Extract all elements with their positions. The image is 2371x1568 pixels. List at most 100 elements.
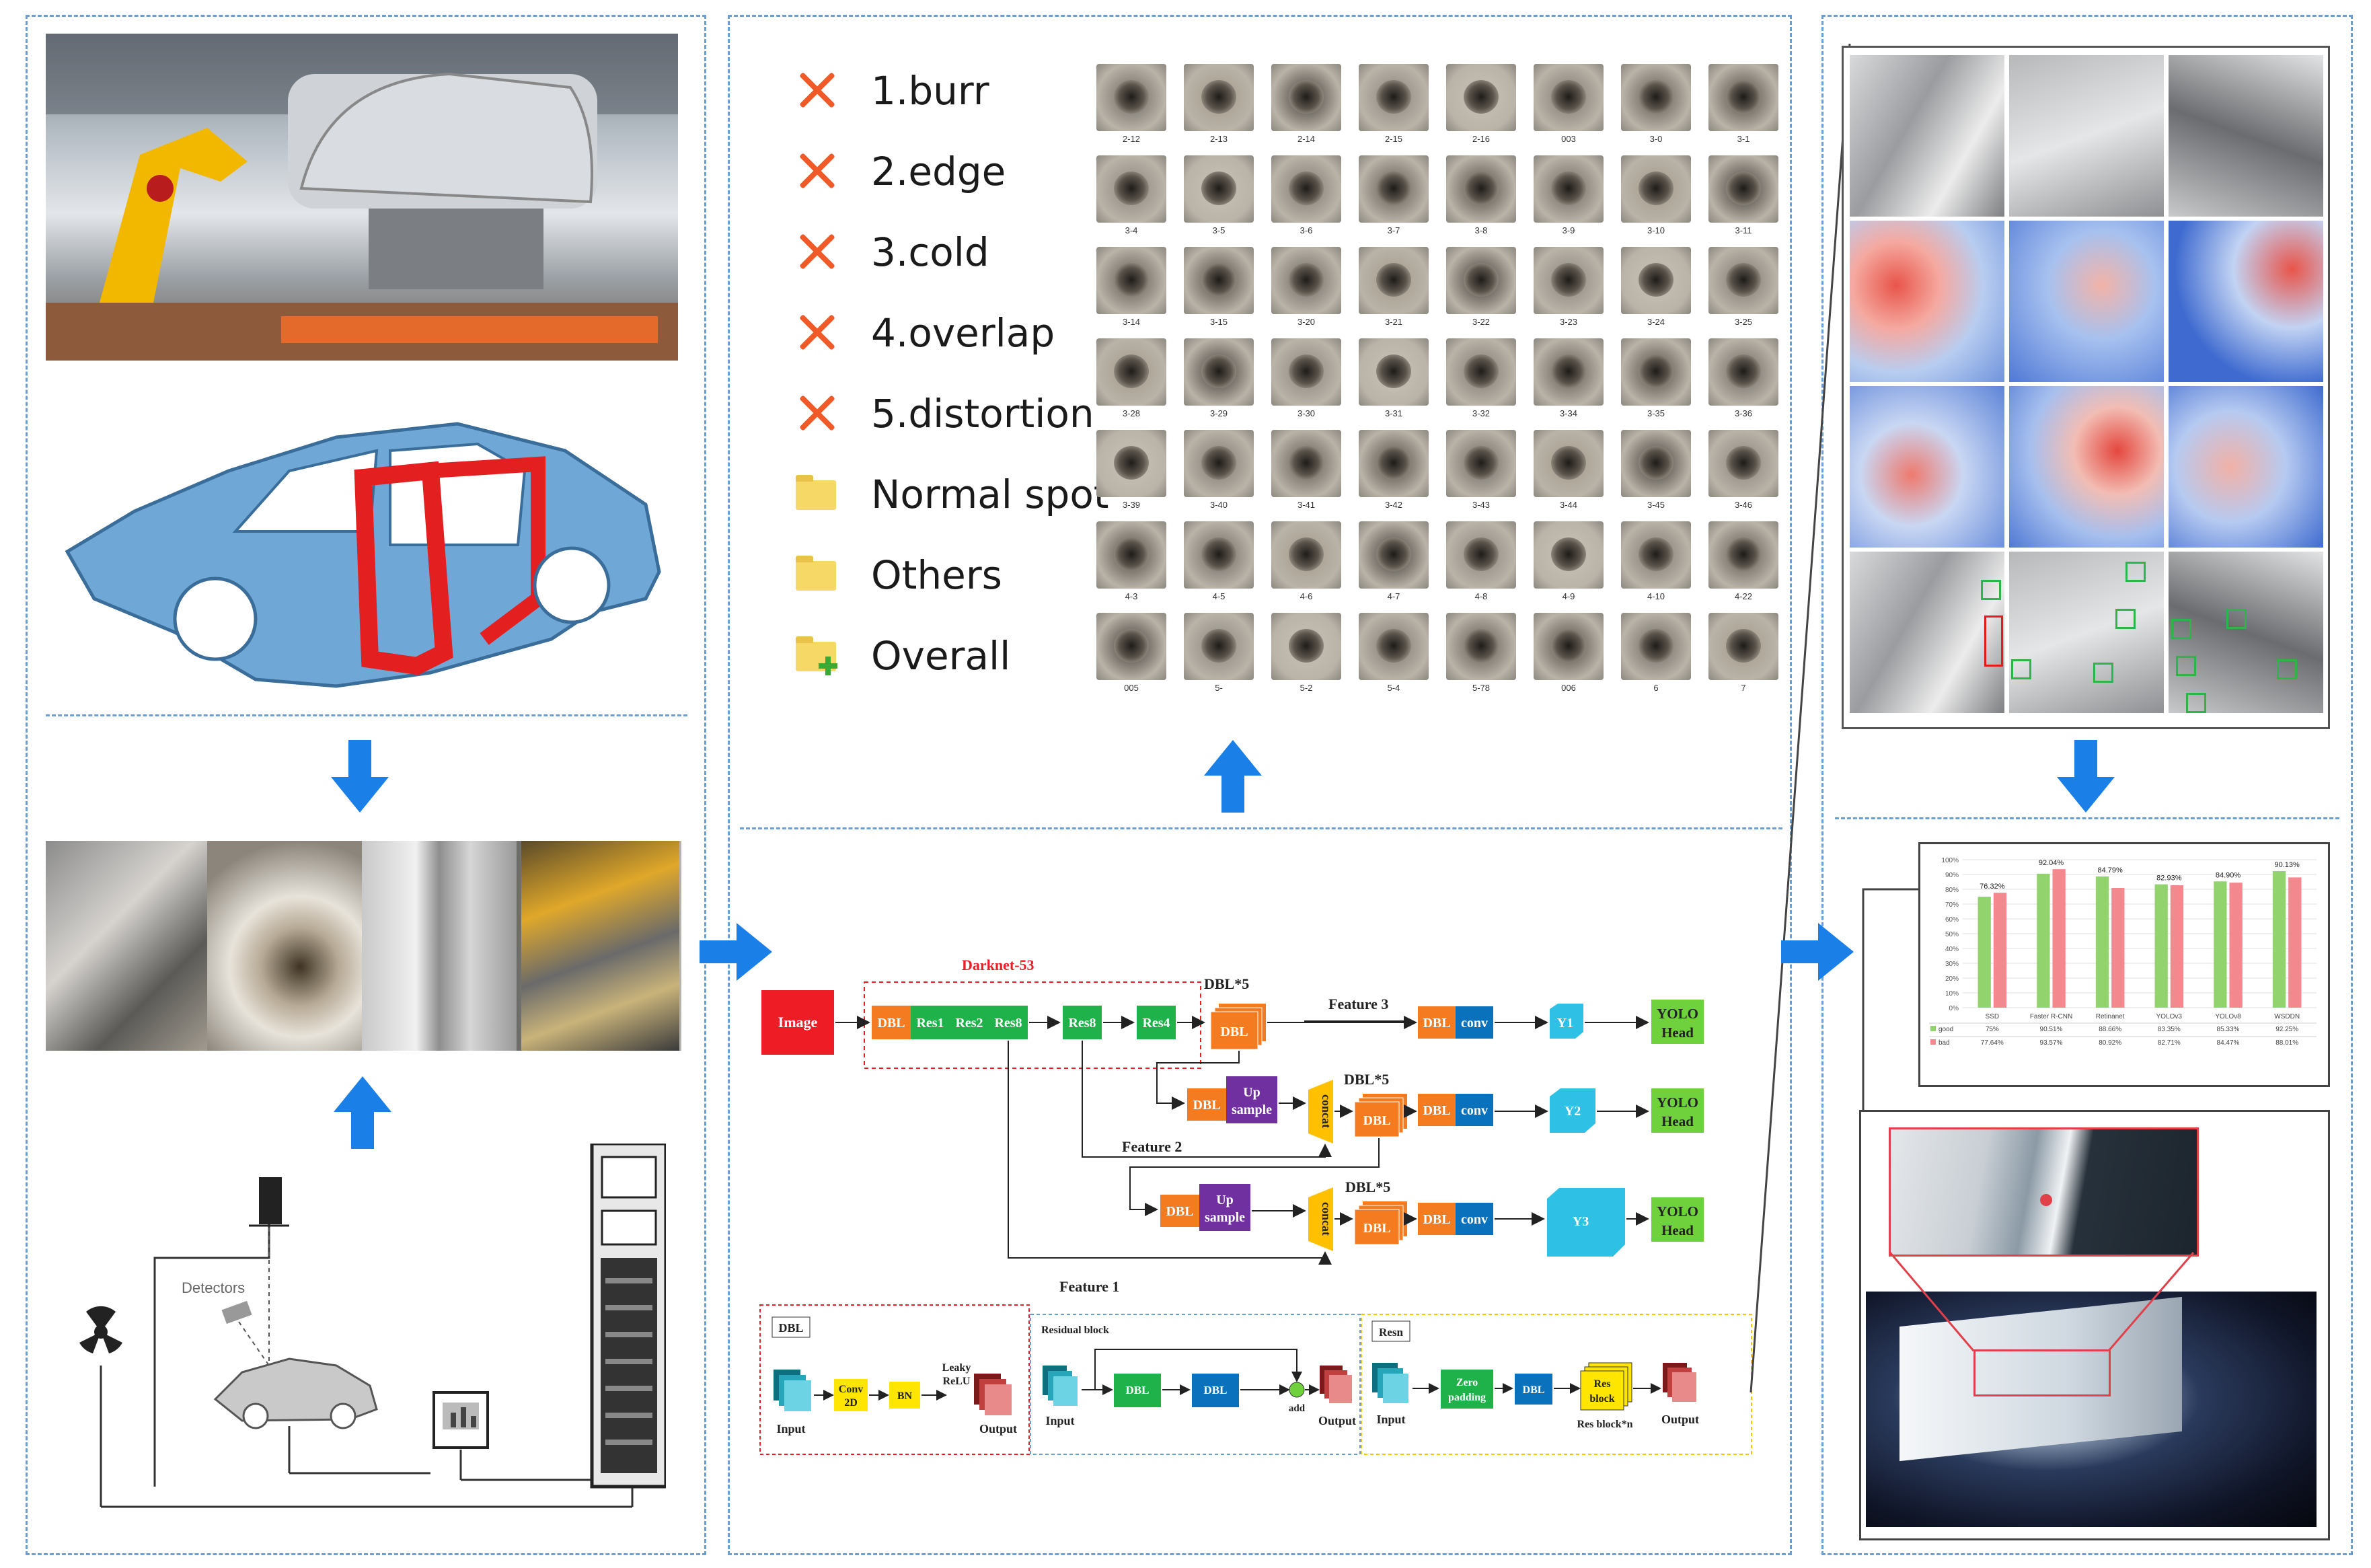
bn-block: BN — [897, 1390, 913, 1402]
up-arrow-icon — [334, 1076, 391, 1149]
weld-sample-thumbnail[interactable] — [1534, 64, 1604, 131]
weld-sample-thumbnail[interactable] — [1096, 613, 1166, 680]
weld-sample-label: 003 — [1561, 134, 1576, 144]
attention-heatmap-refined — [2009, 386, 2164, 548]
folder-icon — [790, 552, 844, 599]
weld-sample-thumbnail[interactable] — [1446, 64, 1516, 131]
attention-heatmap — [2009, 221, 2164, 382]
weld-sample-thumbnail[interactable] — [1708, 521, 1778, 589]
weld-sample-thumbnail[interactable] — [1708, 155, 1778, 223]
connector-line — [1749, 43, 1851, 1393]
weld-sample-label: 3-15 — [1209, 317, 1228, 327]
weld-sample-label: 3-40 — [1209, 500, 1228, 510]
weld-sample-thumbnail[interactable] — [1359, 613, 1429, 680]
weld-sample-label: 3-36 — [1734, 408, 1753, 418]
weld-sample-thumbnail[interactable] — [1184, 430, 1254, 497]
weld-sample-label: 4-6 — [1300, 591, 1313, 601]
weld-sample-thumbnail[interactable] — [1446, 338, 1516, 406]
weld-sample-thumbnail[interactable] — [1621, 247, 1691, 314]
car-schematic — [213, 1357, 378, 1429]
middle-divider — [740, 827, 1782, 829]
weld-sample-thumbnail[interactable] — [1708, 338, 1778, 406]
defect-category-item[interactable]: 3.cold — [790, 229, 989, 276]
weld-sample-thumbnail[interactable] — [1621, 521, 1691, 589]
weld-sample-thumbnail[interactable] — [1271, 155, 1341, 223]
defect-category-item[interactable]: 4.overlap — [790, 309, 1055, 357]
legend-swatch-good — [1930, 1026, 1936, 1031]
weld-sample-thumbnail[interactable] — [1621, 64, 1691, 131]
bar-bad — [2111, 887, 2125, 1008]
weld-sample-thumbnail[interactable] — [1359, 338, 1429, 406]
weld-sample-thumbnail[interactable] — [1446, 247, 1516, 314]
defect-category-item[interactable]: Overall — [790, 632, 1010, 679]
weld-sample-thumbnail[interactable] — [1621, 430, 1691, 497]
res-block-line2: block — [1589, 1393, 1614, 1405]
weld-sample-thumbnail[interactable] — [1271, 430, 1341, 497]
weld-sample-thumbnail[interactable] — [1621, 155, 1691, 223]
weld-sample-thumbnail[interactable] — [1534, 155, 1604, 223]
weld-sample-thumbnail[interactable] — [1184, 613, 1254, 680]
dbl-legend-input: Input — [776, 1422, 805, 1435]
weld-sample-thumbnail[interactable] — [1271, 247, 1341, 314]
weld-sample-thumbnail[interactable] — [1708, 613, 1778, 680]
weld-sample-thumbnail[interactable] — [1708, 430, 1778, 497]
dbl5-block-2: DBL — [1363, 1113, 1390, 1128]
weld-sample-thumbnail[interactable] — [1446, 613, 1516, 680]
weld-sample-thumbnail[interactable] — [1184, 521, 1254, 589]
weld-sample-thumbnail[interactable] — [1184, 247, 1254, 314]
weld-sample-thumbnail[interactable] — [1096, 155, 1166, 223]
weld-sample-label: 3-20 — [1297, 317, 1316, 327]
weld-sample-thumbnail[interactable] — [1359, 521, 1429, 589]
xray-original-image — [1850, 55, 2004, 217]
defect-category-item[interactable]: Others — [790, 552, 1002, 599]
category-label: YOLOv3 — [2156, 1013, 2183, 1020]
y2-output: Y2 — [1565, 1104, 1581, 1119]
weld-sample-thumbnail[interactable] — [1271, 613, 1341, 680]
mean-annotation: 82.93% — [2156, 874, 2182, 883]
defect-category-item[interactable]: Normal spot — [790, 471, 1109, 518]
weld-sample-label: 3-44 — [1559, 500, 1578, 510]
weld-sample-thumbnail[interactable] — [1096, 430, 1166, 497]
defect-category-item[interactable]: 5.distortion — [790, 390, 1094, 437]
weld-sample-thumbnail[interactable] — [1446, 155, 1516, 223]
weld-sample-thumbnail[interactable] — [1096, 521, 1166, 589]
zoomed-xray-inset — [1889, 1127, 2199, 1257]
weld-sample-thumbnail[interactable] — [1271, 521, 1341, 589]
weld-sample-label: 3-8 — [1474, 225, 1488, 235]
weld-sample-thumbnail[interactable] — [1184, 64, 1254, 131]
head2-dbl: DBL — [1423, 1103, 1450, 1118]
weld-sample-label: 3-22 — [1472, 317, 1491, 327]
weld-sample-thumbnail[interactable] — [1534, 338, 1604, 406]
left-divider — [46, 714, 687, 716]
weld-sample-thumbnail[interactable] — [1534, 247, 1604, 314]
weld-sample-label: 3-43 — [1472, 500, 1491, 510]
weld-sample-thumbnail[interactable] — [1184, 155, 1254, 223]
weld-sample-thumbnail[interactable] — [1534, 521, 1604, 589]
weld-sample-thumbnail[interactable] — [1359, 430, 1429, 497]
weld-sample-thumbnail[interactable] — [1271, 338, 1341, 406]
weld-sample-thumbnail[interactable] — [1621, 338, 1691, 406]
weld-sample-thumbnail[interactable] — [1446, 430, 1516, 497]
weld-sample-thumbnail[interactable] — [1534, 613, 1604, 680]
weld-sample-thumbnail[interactable] — [1708, 247, 1778, 314]
weld-sample-thumbnail[interactable] — [1359, 247, 1429, 314]
weld-sample-thumbnail[interactable] — [1184, 338, 1254, 406]
weld-sample-thumbnail[interactable] — [1359, 64, 1429, 131]
weld-sample-thumbnail[interactable] — [1271, 64, 1341, 131]
weld-sample-thumbnail[interactable] — [1359, 155, 1429, 223]
legend-label-bad: bad — [1939, 1039, 1950, 1047]
bar-bad — [2052, 869, 2066, 1008]
weld-sample-thumbnail[interactable] — [1534, 430, 1604, 497]
y-tick-label: 0% — [1949, 1005, 1959, 1012]
weld-sample-thumbnail[interactable] — [1708, 64, 1778, 131]
image-label: Image — [778, 1014, 818, 1031]
leaky-line2: ReLU — [943, 1376, 971, 1387]
defect-category-item[interactable]: 2.edge — [790, 148, 1006, 195]
weld-sample-thumbnail[interactable] — [1096, 64, 1166, 131]
weld-sample-thumbnail[interactable] — [1446, 521, 1516, 589]
bar-good — [2154, 884, 2168, 1008]
weld-sample-thumbnail[interactable] — [1621, 613, 1691, 680]
weld-sample-thumbnail[interactable] — [1096, 338, 1166, 406]
weld-sample-thumbnail[interactable] — [1096, 247, 1166, 314]
defect-category-item[interactable]: 1.burr — [790, 67, 989, 114]
